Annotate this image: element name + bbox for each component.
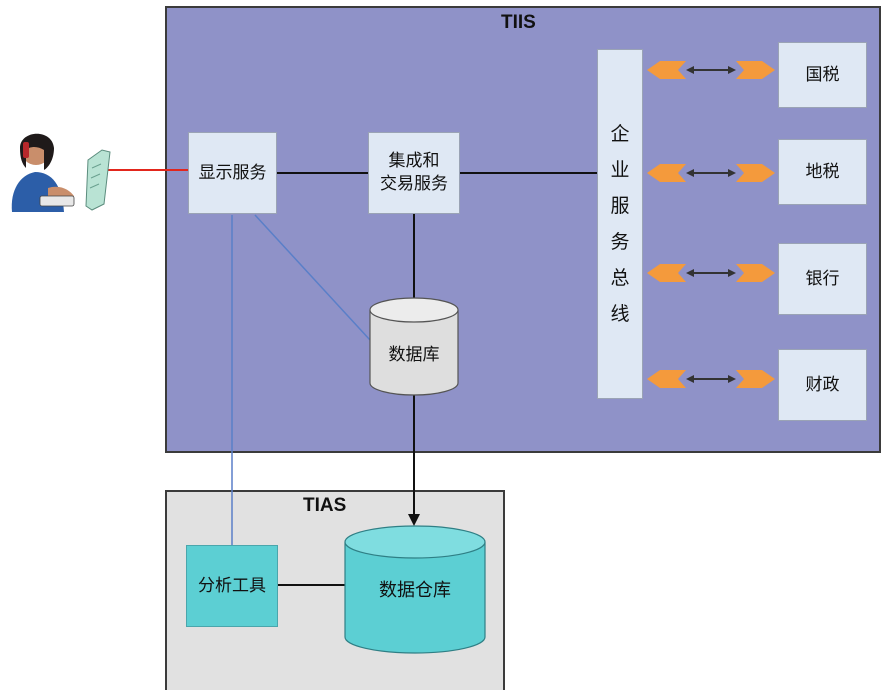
warehouse-cylinder [344, 525, 486, 654]
tiis-title: TIIS [501, 12, 536, 33]
analysis-tools-box: 分析工具 [186, 545, 278, 627]
bus-char: 业 [610, 158, 630, 181]
dishui-box: 地税 [778, 139, 867, 205]
finance-box: 财政 [778, 349, 867, 421]
display-service-box: 显示服务 [188, 132, 277, 214]
data-warehouse-label: 数据仓库 [379, 580, 451, 601]
integration-service-box: 集成和 交易服务 [368, 132, 460, 214]
enterprise-service-bus: 企 业 服 务 总 线 [597, 49, 643, 399]
database-label: 数据库 [388, 345, 440, 365]
db-warehouse-arrowhead [408, 514, 420, 526]
tias-title: TIAS [303, 495, 347, 516]
dishui-link-arrow [647, 164, 775, 182]
bus-char: 线 [610, 303, 630, 326]
display-db-line [254, 214, 371, 341]
guoshui-box: 国税 [778, 42, 867, 108]
bank-link-arrow [647, 264, 775, 282]
bus-char: 总 [610, 267, 630, 290]
guoshui-link-arrow [647, 61, 775, 79]
bus-char: 企 [610, 122, 630, 145]
bus-char: 务 [610, 231, 630, 253]
bank-box: 银行 [778, 243, 867, 315]
user-with-phone-icon [11, 133, 75, 212]
bus-char: 服 [610, 194, 630, 217]
database-cylinder [369, 297, 459, 396]
finance-link-arrow [647, 370, 775, 388]
handset-icon [85, 149, 111, 211]
